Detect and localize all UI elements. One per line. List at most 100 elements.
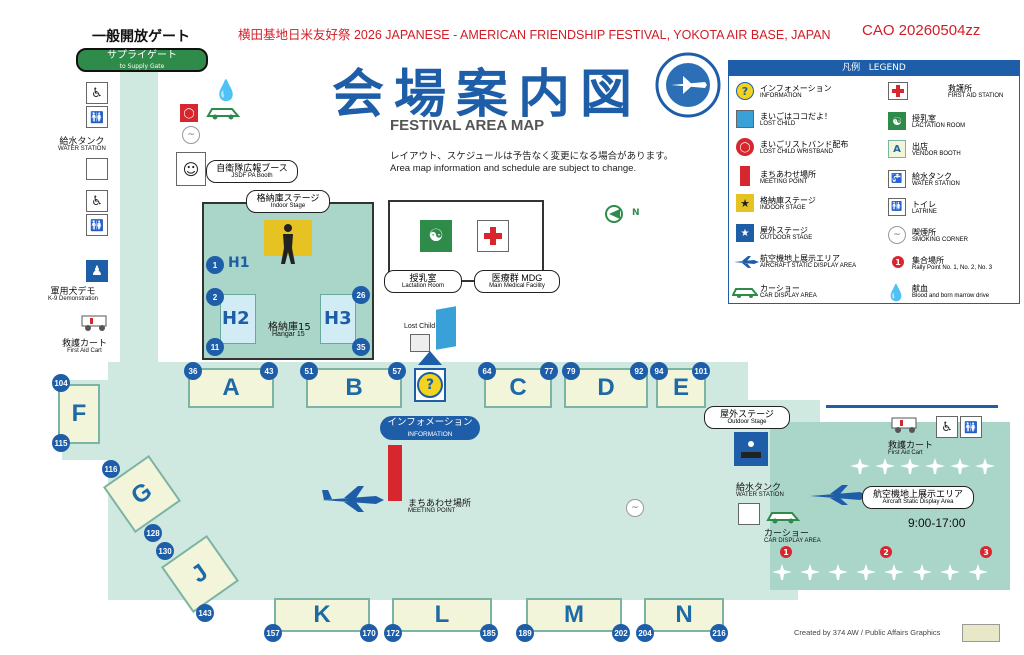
legend-aircraft-icon [732,254,760,268]
booth-g-end: 128 [144,524,162,542]
booth-l[interactable]: L [392,598,492,632]
meeting-point-flag [388,445,402,501]
information-booth-icon[interactable]: ? [414,368,446,402]
header-title-line: 横田基地日米友好祭 2026 JAPANESE - AMERICAN FRIEN… [238,28,831,42]
aircraft-display-hours: 9:00-17:00 [908,516,966,530]
booth-b-start: 51 [300,362,318,380]
legend-lost-child: まいごはココだよ！LOST CHILD [760,112,832,127]
booth-a[interactable]: A [188,368,274,408]
legend-indoor-stage-icon: ★ [736,194,754,212]
jsdf-mascot-icon: ☺ [176,152,206,186]
booth-c-start: 64 [478,362,496,380]
booth-b[interactable]: B [306,368,402,408]
booth-g-start: 116 [102,460,120,478]
booth-e-start: 94 [650,362,668,380]
meeting-aircraft-icon [318,484,388,514]
legend-lost-child-icon [736,110,754,128]
outdoor-stage-icon [734,432,768,466]
gate-title: 一般開放ゲート [92,29,190,45]
flightline-line [826,405,998,408]
right-first-aid-cart-icon [888,414,924,434]
left-latrine-icon-2: 🚻 [86,214,108,236]
left-latrine-icon-1: 🚻 [86,106,108,128]
hangar-number-1: 1 [206,256,224,274]
map-title-en: FESTIVAL AREA MAP [390,117,545,134]
legend-meeting-flag-icon [740,166,750,186]
booth-a-end: 43 [260,362,278,380]
hangar-h2-label: H2 [222,308,250,329]
hangar-number-11: 11 [206,338,224,356]
booth-l-end: 185 [480,624,498,642]
booth-m[interactable]: M [526,598,622,632]
right-water-station-icon [738,503,760,525]
hangar-number-2: 2 [206,288,224,306]
booth-j-start: 130 [156,542,174,560]
legend-header: 凡例 LEGEND [728,60,1020,76]
booth-n-end: 216 [710,624,728,642]
aircraft-parking-row-top [850,456,1000,478]
rally-point-2: 2 [880,546,892,558]
legend-lactation-icon: ☯ [888,112,906,130]
info-tent-icon [418,350,442,365]
booth-d-start: 79 [562,362,580,380]
credit-logo [962,624,1000,642]
booth-m-start: 189 [516,624,534,642]
booth-c[interactable]: C [484,368,552,408]
left-first-aid-cart-icon [78,312,114,332]
legend-smoking-icon: ~ [888,226,906,244]
hangar-h3-label: H3 [324,308,352,329]
indoor-stage-icon [264,220,312,264]
legend-vendor-booth-icon: A [888,140,906,158]
hangar-h2-block [220,294,256,344]
lost-child-banner [436,306,456,350]
booth-c-end: 77 [540,362,558,380]
booth-l-start: 172 [384,624,402,642]
smoking-corner-icon-2: ~ [182,126,200,144]
hangar-number-35: 35 [352,338,370,356]
first-aid-cross-icon [477,220,509,252]
legend-wristband-icon: ◯ [736,138,754,156]
north-label: N [632,208,640,218]
booth-k-start: 157 [264,624,282,642]
credit-text: Created by 374 AW / Public Affairs Graph… [794,628,941,637]
legend-blood-drive-icon: 💧 [886,282,906,302]
legend-water-station-icon: 🚰 [888,170,906,188]
hangar-number-26: 26 [352,286,370,304]
blood-drive-icon: 💧 [213,78,239,102]
legend-first-aid-icon [888,82,908,100]
notice-en: Area map information and schedule are su… [390,163,637,174]
right-accessible-toilet-icon: ♿ [936,416,958,438]
base-seal-logo [655,52,721,118]
hangar-name-en: Hangar 15 [272,331,305,338]
legend-outdoor-stage-icon: ★ [736,224,754,242]
smoking-corner-icon: ~ [626,499,644,517]
booth-a-start: 36 [184,362,202,380]
medical-building [388,200,544,282]
booth-d-end: 92 [630,362,648,380]
booth-k[interactable]: K [274,598,370,632]
booth-n[interactable]: N [644,598,724,632]
cao-code: CAO 20260504zz [862,22,981,39]
booth-m-end: 202 [612,624,630,642]
